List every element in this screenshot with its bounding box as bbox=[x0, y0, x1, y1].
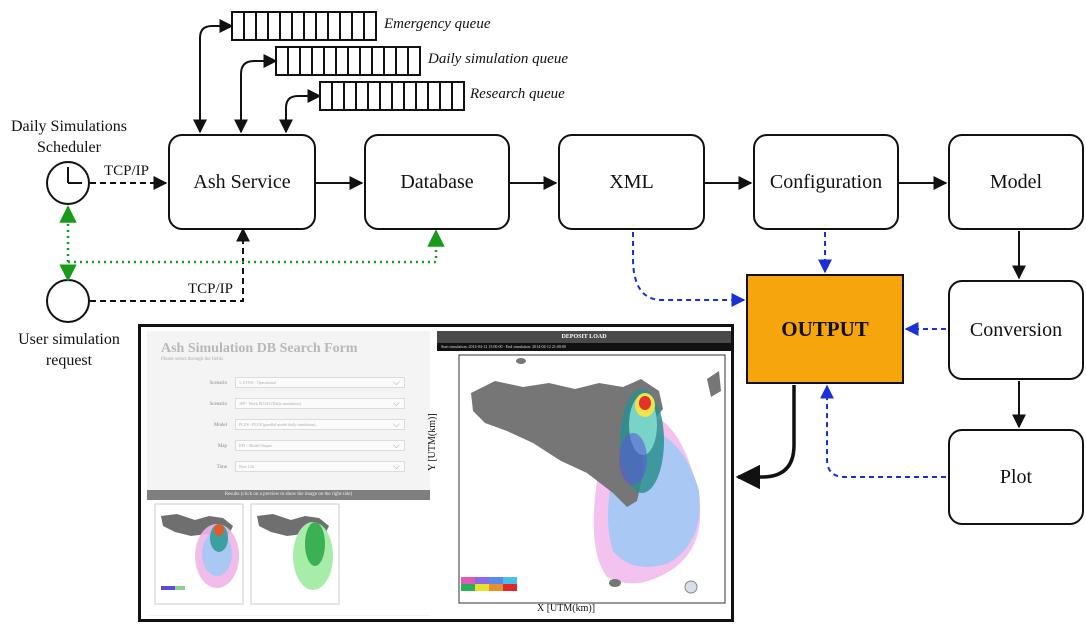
map-x-axis-label: X [UTM(km)] bbox=[537, 603, 596, 614]
map-panel: DEPOSIT LOAD Start simulation: 2014-04-1… bbox=[427, 331, 731, 618]
field-label: Scenario bbox=[209, 402, 228, 407]
daily-queue-icon bbox=[275, 46, 421, 76]
chevron-down-icon: ⌵ bbox=[393, 440, 400, 450]
field-label: Scenario bbox=[209, 381, 228, 386]
ash-service-node: Ash Service bbox=[168, 134, 316, 230]
logo-icon bbox=[684, 580, 698, 594]
form-row-model: Model PLUS - PLUS (parallel model daily … bbox=[147, 419, 430, 433]
web-app-screenshot: Ash Simulation DB Search Form Please sel… bbox=[138, 324, 734, 622]
form-title: Ash Simulation DB Search Form bbox=[161, 341, 358, 356]
configuration-node: Configuration bbox=[753, 134, 899, 230]
deposit-load-map bbox=[458, 354, 726, 604]
run-select[interactable]: 1FP - Week PLUS3 (Daily simulation) bbox=[235, 398, 405, 409]
emergency-queue-link bbox=[193, 19, 234, 134]
form-row-map: Map EF1 - Model Output ⌵ bbox=[147, 440, 430, 454]
chevron-down-icon: ⌵ bbox=[393, 398, 400, 408]
emergency-queue-label: Emergency queue bbox=[384, 16, 491, 32]
plot-node: Plot bbox=[948, 429, 1084, 525]
time-select[interactable]: Now 12h bbox=[235, 461, 405, 472]
daily-queue-link bbox=[234, 54, 278, 134]
tcpip-label-top: TCP/IP bbox=[104, 163, 150, 179]
field-label: Time bbox=[216, 465, 227, 470]
scheduler-label: Daily Simulations Scheduler bbox=[11, 118, 127, 156]
map-y-axis-label: Y [UTM(km)] bbox=[427, 413, 438, 471]
emergency-queue-icon bbox=[231, 11, 377, 41]
results-bar: Results (click on a preview to show the … bbox=[147, 490, 430, 500]
map-select[interactable]: EF1 - Model Output bbox=[235, 440, 405, 451]
map-title: DEPOSIT LOAD bbox=[437, 331, 731, 343]
research-queue-link bbox=[279, 89, 322, 134]
thumbnail-strip bbox=[147, 500, 430, 615]
clock-icon bbox=[46, 161, 90, 205]
chevron-down-icon: ⌵ bbox=[393, 461, 400, 471]
form-row-time: Time Now 12h ⌵ bbox=[147, 461, 430, 475]
model-select[interactable]: PLUS - PLUS (parallel model daily simula… bbox=[235, 419, 405, 430]
map-legend bbox=[461, 577, 517, 591]
form-subtitle: Please select through the fields bbox=[161, 357, 223, 362]
output-to-screenshot-arrow bbox=[735, 385, 796, 490]
form-row-run: Scenario 1FP - Week PLUS3 (Daily simulat… bbox=[147, 398, 430, 412]
thumbnails-graphic bbox=[154, 503, 340, 605]
scenario-select[interactable]: 1: ETNA - Operational bbox=[235, 377, 405, 388]
thumbnail-deposit-load[interactable] bbox=[154, 503, 244, 605]
chevron-down-icon: ⌵ bbox=[393, 377, 400, 387]
daily-queue-label: Daily simulation queue bbox=[428, 51, 568, 67]
model-node: Model bbox=[948, 134, 1084, 230]
research-queue-icon bbox=[319, 81, 465, 111]
plot-to-output-link bbox=[820, 384, 946, 478]
user-request-icon bbox=[46, 279, 90, 323]
research-queue-label: Research queue bbox=[470, 86, 565, 102]
user-to-ash-link bbox=[90, 227, 250, 302]
thumbnail-second-map[interactable] bbox=[250, 503, 340, 605]
xml-node: XML bbox=[558, 134, 705, 230]
tcpip-label-bottom: TCP/IP bbox=[188, 281, 234, 297]
output-node: OUTPUT bbox=[746, 274, 904, 384]
chevron-down-icon: ⌵ bbox=[393, 419, 400, 429]
green-database-link bbox=[68, 229, 445, 264]
field-label: Map bbox=[217, 444, 227, 449]
database-node: Database bbox=[364, 134, 510, 230]
conversion-node: Conversion bbox=[948, 280, 1084, 380]
map-subtitle: Start simulation: 2014-04-12 15:00:00 - … bbox=[437, 343, 731, 351]
xml-to-output-link bbox=[632, 232, 746, 307]
user-request-label: User simulation request bbox=[18, 331, 120, 369]
form-row-scenario: Scenario 1: ETNA - Operational ⌵ bbox=[147, 377, 430, 391]
field-label: Model bbox=[213, 423, 227, 428]
